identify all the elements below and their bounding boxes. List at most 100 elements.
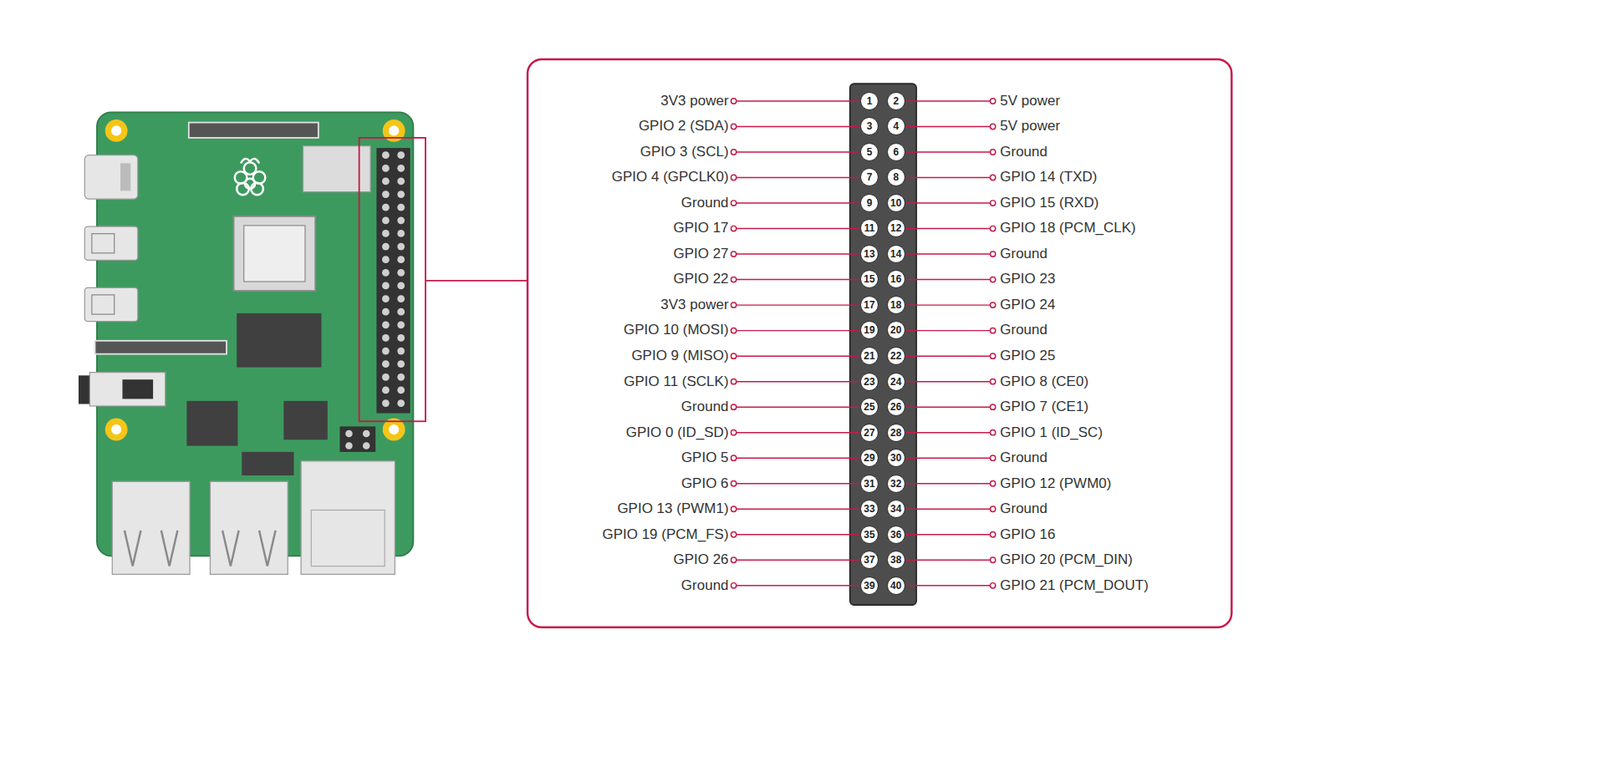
leader-dot [730, 583, 736, 589]
header-pin [397, 269, 405, 277]
pin-label: Ground [681, 194, 729, 212]
leader-dot [730, 455, 736, 461]
header-pin [382, 164, 390, 173]
audio-jack [78, 375, 92, 404]
header-pin [397, 308, 405, 316]
pin-number: 29 [863, 453, 875, 464]
leader-line [905, 151, 993, 153]
leader-line [905, 177, 993, 179]
header-pin [397, 178, 405, 186]
leader-line [905, 483, 993, 485]
pin-number: 25 [863, 402, 875, 413]
header-pin [382, 295, 390, 303]
pin-circle: 14 [886, 244, 906, 264]
pin-number: 7 [866, 172, 873, 183]
display-connector [95, 341, 227, 355]
leader-line [734, 100, 861, 102]
header-pin [397, 334, 405, 342]
leader-line [734, 509, 861, 510]
pin-label: Ground [999, 245, 1048, 263]
leader-line [905, 100, 993, 102]
pin-label: Ground [681, 577, 729, 595]
pin-number: 27 [863, 428, 875, 439]
pin-number: 28 [890, 428, 902, 439]
pin-circle: 25 [860, 397, 879, 417]
pin-circle: 9 [860, 193, 879, 213]
leader-line [905, 560, 993, 561]
header-pin [382, 321, 390, 329]
gpio-header [376, 147, 410, 413]
leader-dot [730, 481, 736, 487]
header-pin [382, 387, 390, 395]
hdmi-port [91, 295, 115, 315]
pin-label: Ground [999, 449, 1048, 467]
pin-label: GPIO 26 [672, 551, 729, 569]
header-pin [382, 373, 390, 382]
pin-label: GPIO 23 [999, 270, 1055, 288]
usb-port [112, 481, 190, 575]
pin-circle: 28 [886, 423, 906, 443]
header-pin [397, 243, 405, 251]
pin-circle: 32 [886, 474, 906, 494]
pin-circle: 36 [886, 525, 906, 545]
leader-dot [990, 123, 996, 129]
pin-label: GPIO 25 [999, 347, 1055, 365]
pin-label: GPIO 15 (RXD) [999, 194, 1099, 212]
leader-line [905, 330, 993, 332]
pin-label: GPIO 16 [999, 526, 1055, 544]
header-pin [397, 373, 405, 382]
leader-line [734, 483, 861, 485]
header-pin [382, 255, 390, 264]
leader-dot [990, 98, 996, 104]
leader-dot [990, 506, 996, 512]
ram-chip [236, 313, 322, 368]
leader-dot [730, 557, 736, 563]
mount-hole [111, 424, 122, 435]
pin-label: GPIO 24 [999, 296, 1055, 314]
pin-number: 10 [890, 198, 902, 209]
usb-port [209, 481, 288, 575]
header-pin [382, 190, 390, 199]
pin-label: GPIO 3 (SCL) [640, 143, 729, 161]
leader-line [905, 457, 993, 459]
pin-label: GPIO 12 (PWM0) [999, 475, 1111, 493]
mount-hole [105, 418, 128, 442]
header-pin [397, 282, 405, 291]
pin-circle: 13 [860, 244, 879, 264]
pin-number: 18 [890, 300, 902, 311]
pin-label: Ground [999, 143, 1048, 161]
header-pin [382, 269, 390, 277]
leader-dot [730, 149, 736, 155]
leader-line [734, 253, 861, 255]
pin-circle: 17 [860, 295, 879, 315]
leader-dot [990, 481, 996, 487]
mount-hole [388, 125, 399, 136]
header-pin [382, 229, 390, 238]
pin-number: 4 [892, 121, 899, 132]
pin-label: GPIO 22 [672, 270, 729, 288]
pin-label: GPIO 8 (CE0) [999, 373, 1089, 391]
pin-label: GPIO 7 (CE1) [999, 398, 1089, 416]
soc-chip [244, 225, 306, 282]
leader-dot [730, 404, 736, 410]
pin-number: 32 [890, 478, 902, 490]
pin-number: 14 [890, 249, 902, 260]
pin-circle: 40 [886, 576, 906, 596]
leader-line [905, 126, 993, 128]
usb-c-port [120, 163, 131, 191]
pin-circle: 5 [860, 142, 879, 162]
leader-line [905, 253, 993, 255]
pin-number: 39 [863, 580, 875, 592]
leader-line [734, 330, 861, 332]
chip [186, 401, 238, 447]
pin-number: 19 [863, 325, 875, 336]
pin-circle: 26 [886, 397, 906, 417]
leader-dot [990, 327, 996, 333]
pin-label: GPIO 20 (PCM_DIN) [999, 551, 1133, 569]
pin-circle: 2 [886, 91, 906, 111]
pin-number: 20 [890, 325, 902, 336]
pin-label: GPIO 10 (MOSI) [623, 321, 729, 339]
pointer-line [425, 280, 528, 282]
leader-line [905, 509, 993, 510]
